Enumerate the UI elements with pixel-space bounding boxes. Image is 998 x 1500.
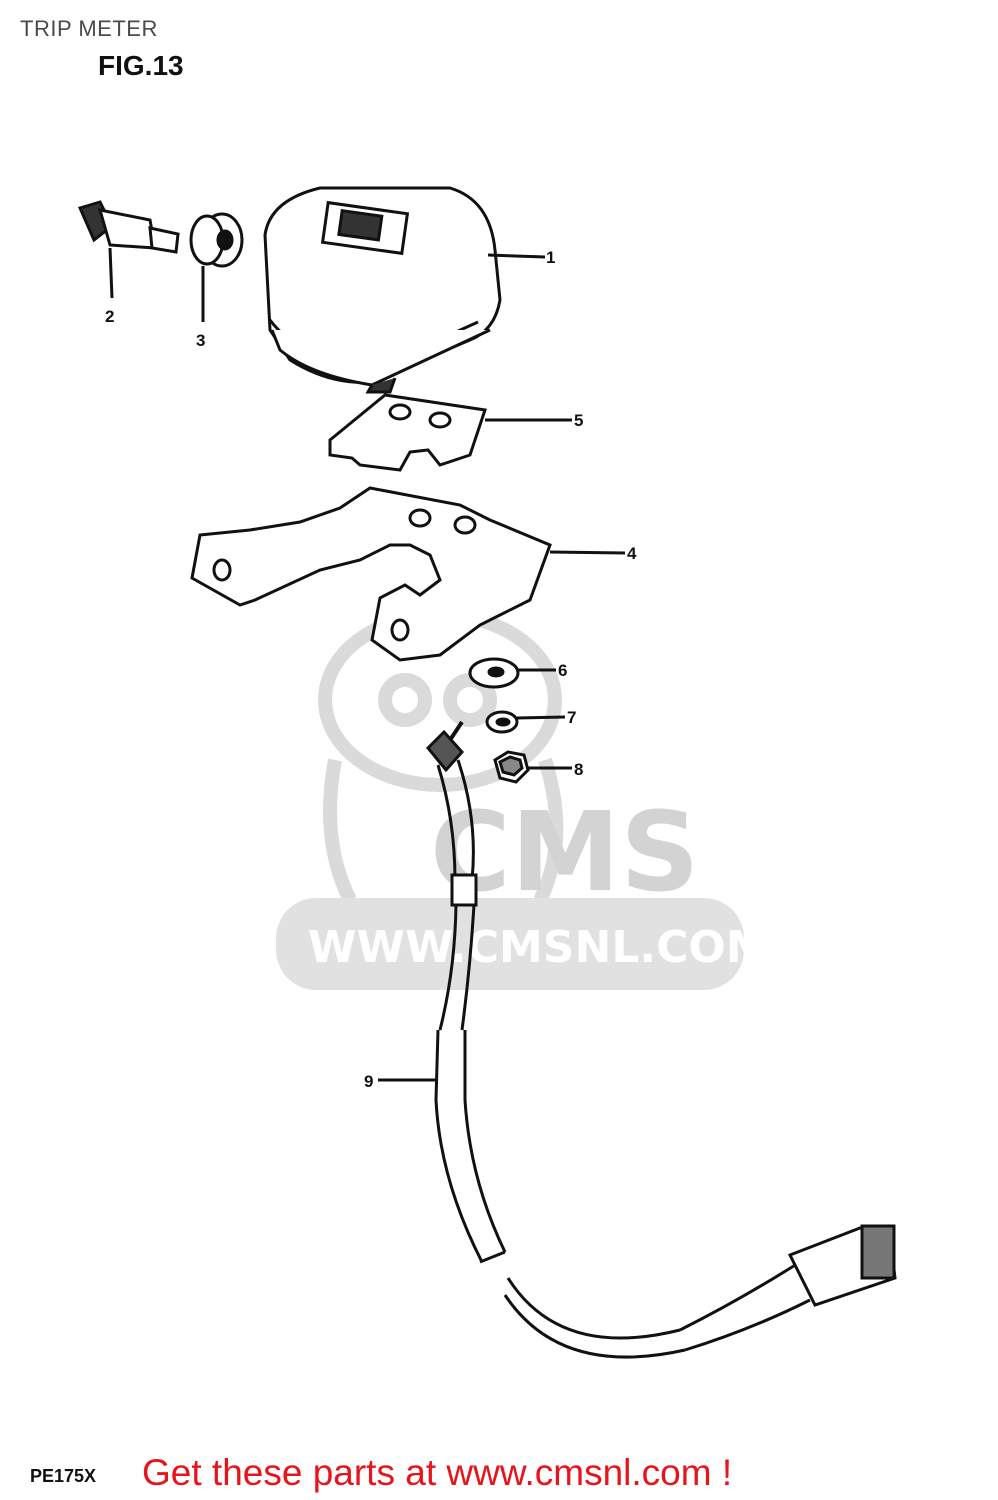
part-washer [468,657,556,689]
shop-link[interactable]: Get these parts at www.cmsnl.com ! [142,1452,733,1493]
callout-6: 6 [558,661,567,680]
part-lock-washer [485,710,566,734]
watermark-url: WWW.CMSNL.COM [308,922,770,973]
callout-8: 8 [574,760,583,779]
page-title: TRIP METER [20,16,158,41]
figure-label: FIG.13 [98,50,184,81]
callout-4: 4 [627,544,637,563]
watermark-url-band [276,898,744,990]
callout-9: 9 [364,1072,373,1091]
part-trip-meter-cable [378,720,897,1359]
callout-5: 5 [574,411,583,430]
part-trip-meter-assembly [263,186,546,394]
callout-2: 2 [105,307,114,326]
model-code: PE175X [30,1466,97,1486]
part-grommet [189,212,244,322]
callout-3: 3 [196,331,205,350]
part-nut [493,750,572,784]
callout-7: 7 [567,708,576,727]
callout-1: 1 [546,248,555,267]
part-mounting-bracket [190,486,626,662]
part-mounting-plate [328,393,572,472]
part-reset-knob [77,200,180,299]
